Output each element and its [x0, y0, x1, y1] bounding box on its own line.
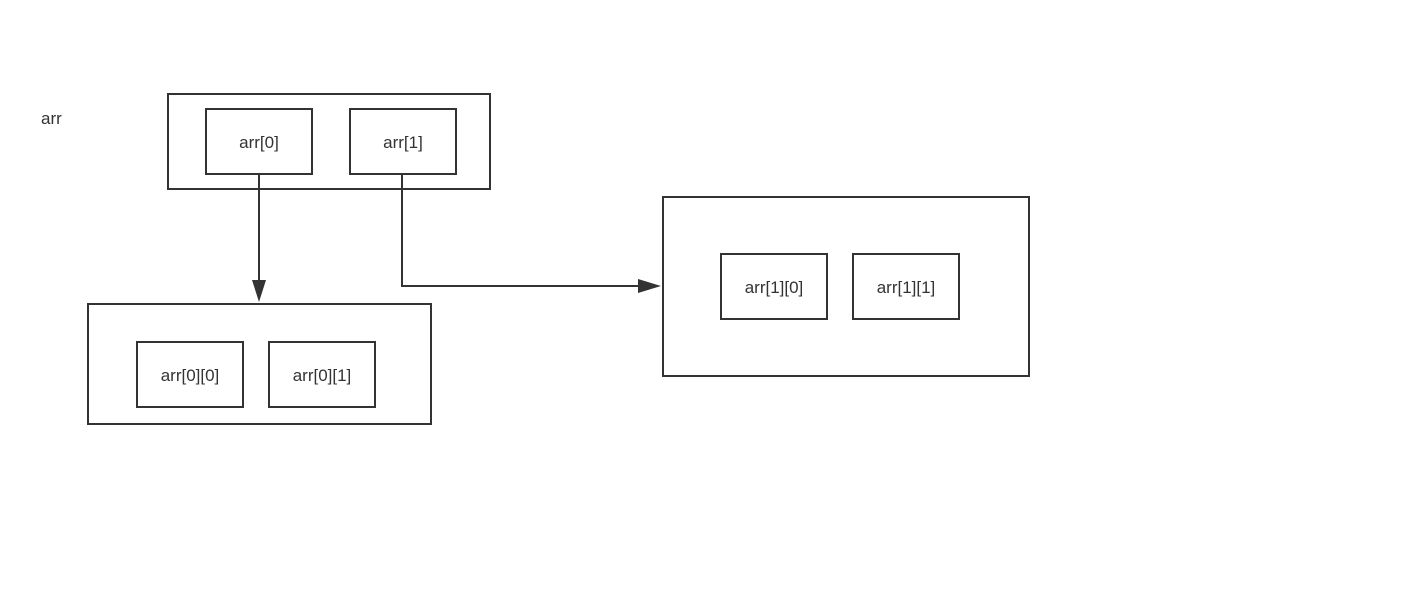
variable-label: arr — [41, 109, 62, 128]
arrow-arr1-to-sub-array-1 — [401, 174, 661, 293]
sub-array-0-cell-1: arr[0][1] — [268, 341, 376, 408]
cell-label: arr[0][0] — [161, 366, 220, 385]
sub-array-0-cell-0: arr[0][0] — [136, 341, 244, 408]
cell-label: arr[0][1] — [293, 366, 352, 385]
sub-array-1: arr[1][0] arr[1][1] — [662, 196, 1030, 377]
sub-array-0: arr[0][0] arr[0][1] — [87, 303, 432, 425]
cell-label: arr[1] — [383, 133, 423, 152]
cell-box — [205, 108, 313, 175]
arrowhead-right-icon — [638, 279, 661, 293]
cell-box — [720, 253, 828, 320]
cell-label: arr[1][1] — [877, 278, 936, 297]
cell-box — [268, 341, 376, 408]
sub-array-1-cell-0: arr[1][0] — [720, 253, 828, 320]
top-array-cell-0: arr[0] — [205, 108, 313, 175]
arrowhead-down-icon — [252, 280, 266, 302]
cell-label: arr[0] — [239, 133, 279, 152]
top-array: arr[0] arr[1] — [167, 93, 491, 190]
sub-array-1-container — [662, 196, 1030, 377]
sub-array-1-cell-1: arr[1][1] — [852, 253, 960, 320]
cell-box — [852, 253, 960, 320]
cell-label: arr[1][0] — [745, 278, 804, 297]
arrow-line — [401, 174, 642, 287]
arrow-arr0-to-sub-array-0 — [252, 174, 266, 302]
top-array-cell-1: arr[1] — [349, 108, 457, 175]
cell-box — [136, 341, 244, 408]
